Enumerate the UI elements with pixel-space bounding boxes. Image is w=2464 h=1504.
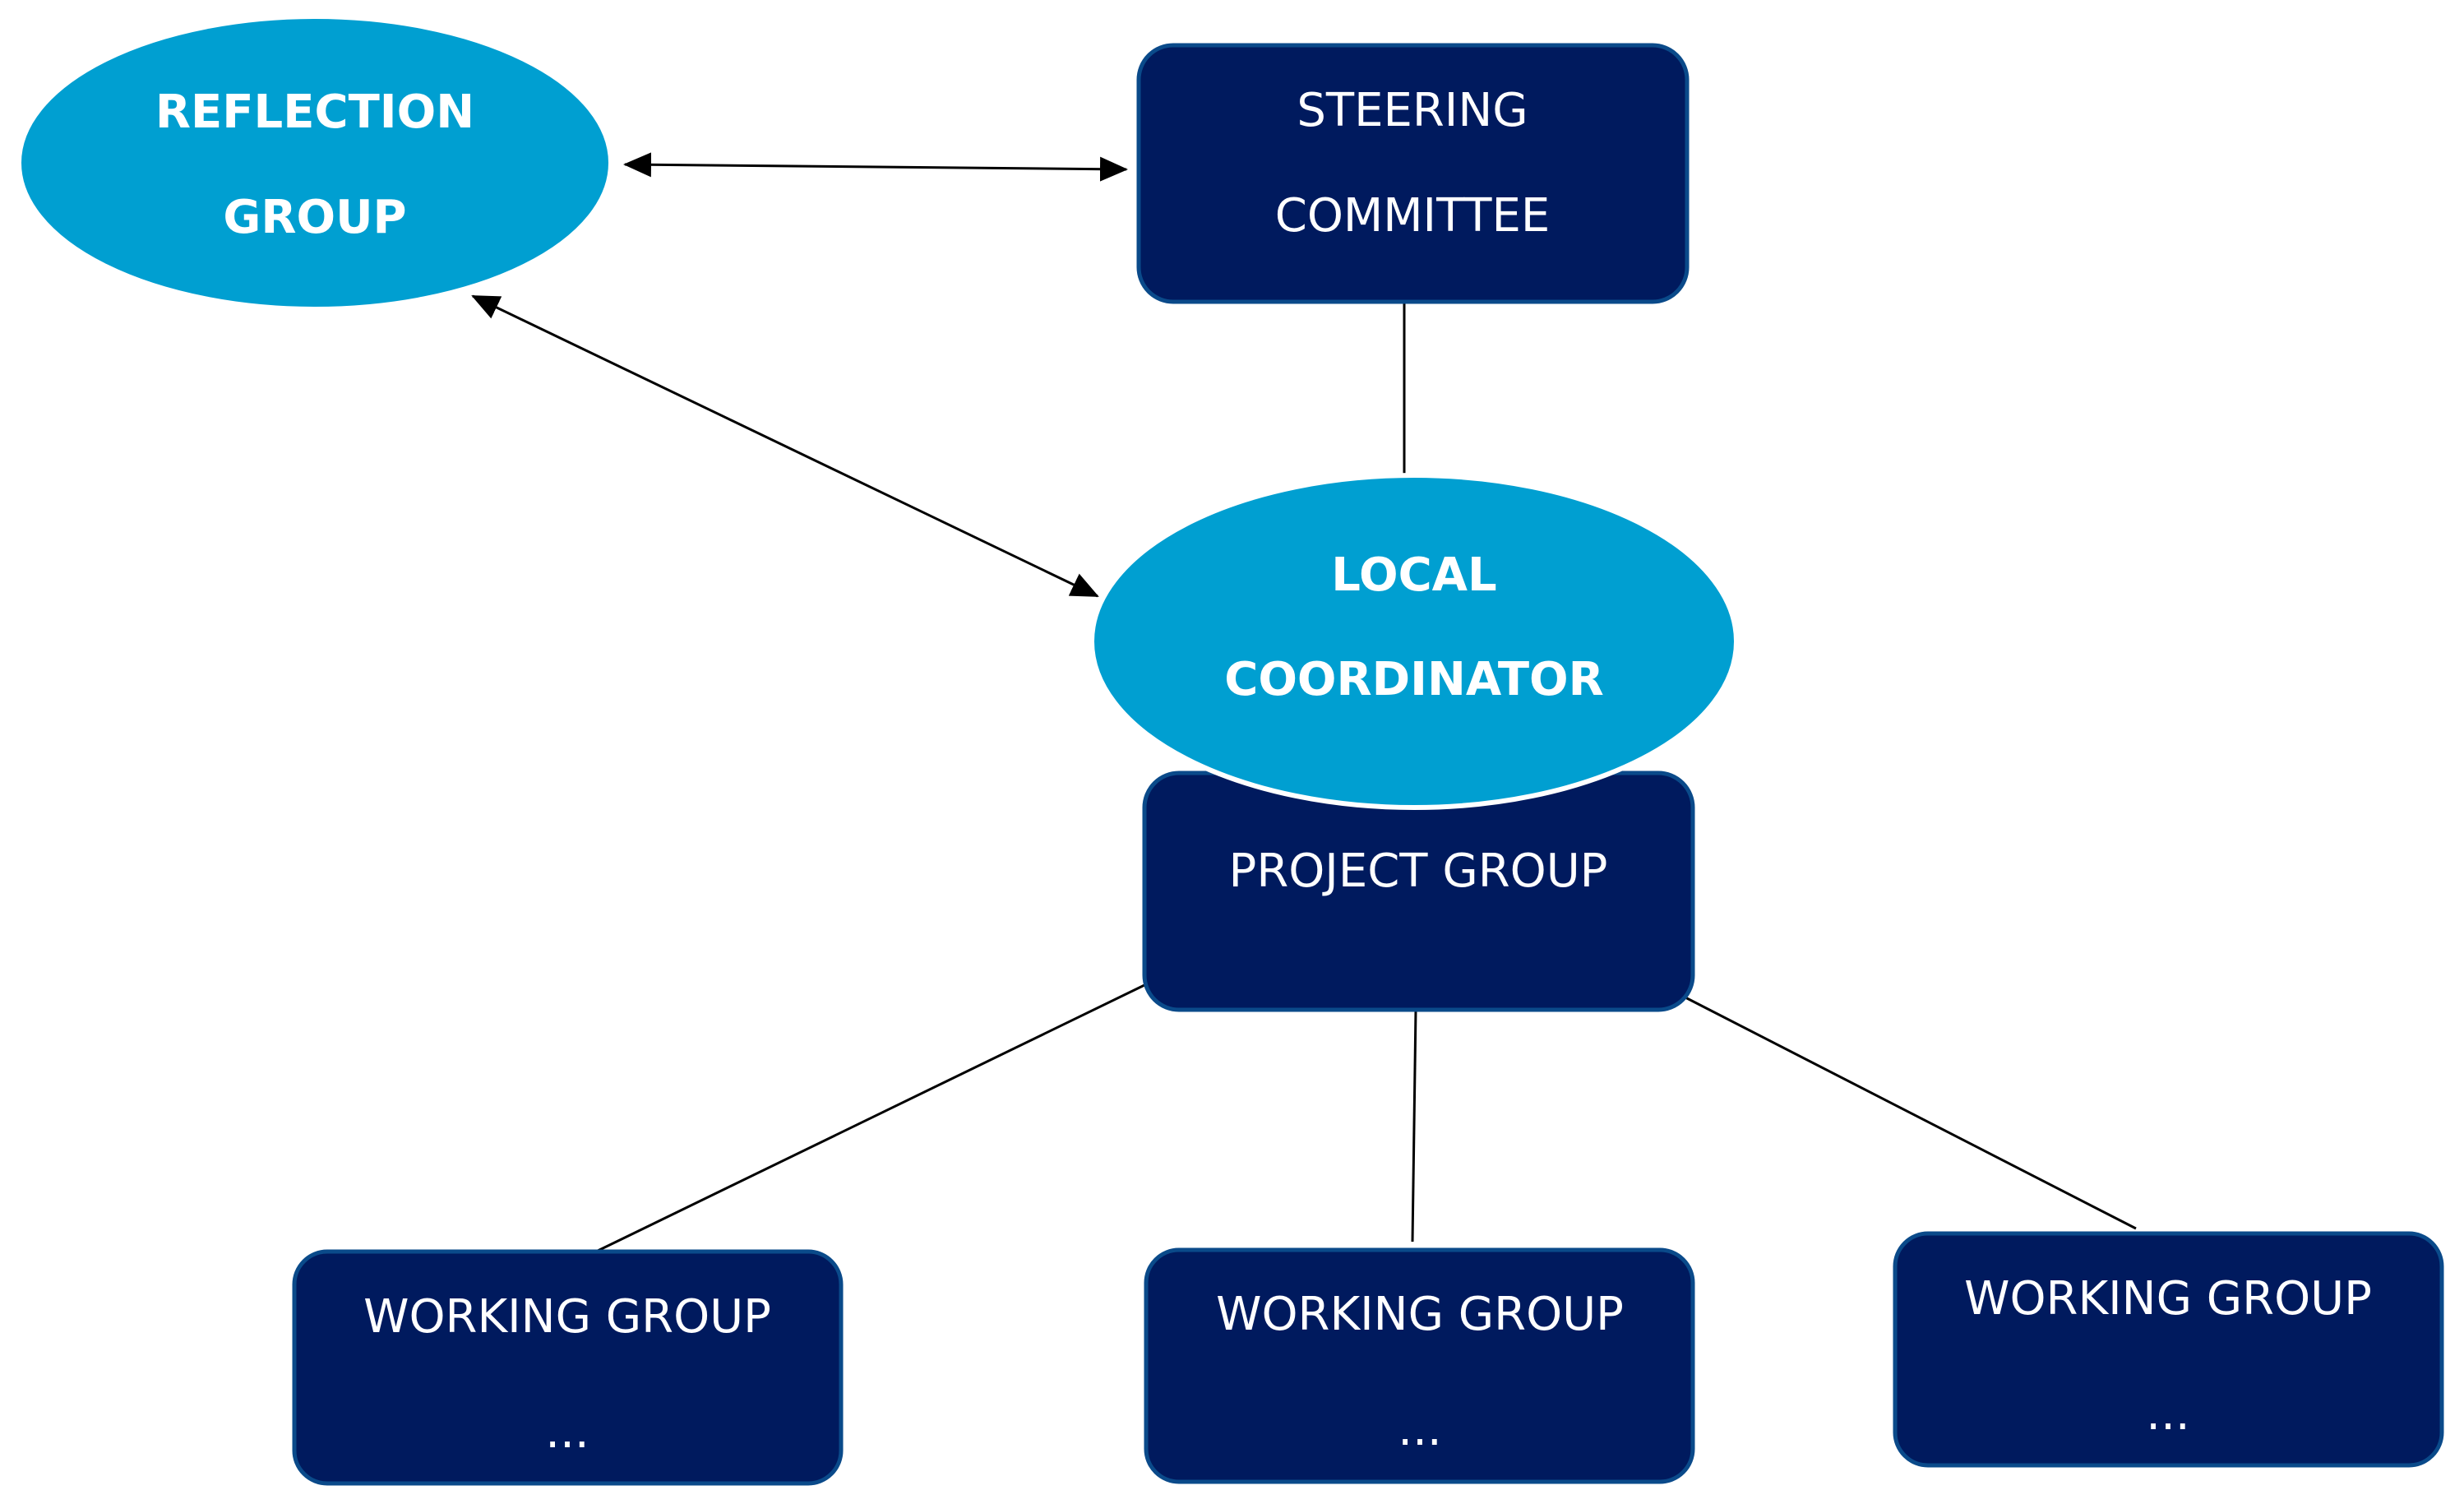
working-group-1-node: WORKING GROUP ... <box>292 1249 844 1486</box>
project-group-label: PROJECT GROUP <box>1229 845 1608 898</box>
edge-project-working-1 <box>595 983 1145 1253</box>
edge-reflection-steering <box>623 152 1128 182</box>
steering-committee-node: STEERING COMMITTEE <box>1136 43 1690 304</box>
edge-project-working-3 <box>1683 995 2137 1230</box>
steering-committee-label-1: STEERING <box>1297 84 1528 137</box>
working-group-2-node: WORKING GROUP ... <box>1144 1247 1695 1484</box>
working-group-2-label-1: WORKING GROUP <box>1216 1288 1624 1341</box>
edge-project-working-2 <box>1411 1009 1417 1243</box>
reflection-group-label-1: REFLECTION <box>155 86 474 139</box>
working-group-1-label-2: ... <box>545 1405 589 1459</box>
local-coordinator-label-2: COORDINATOR <box>1224 653 1604 706</box>
working-group-3-label-1: WORKING GROUP <box>1964 1272 2372 1326</box>
working-group-3-node: WORKING GROUP ... <box>1893 1231 2444 1468</box>
working-group-3-label-2: ... <box>2146 1387 2189 1441</box>
reflection-group-node: REFLECTION GROUP <box>16 14 613 312</box>
local-coordinator-node: LOCAL COORDINATOR <box>1089 473 1739 810</box>
edge-reflection-coordinator <box>471 294 1099 598</box>
working-group-2-label-2: ... <box>1398 1403 1441 1456</box>
project-group-node: PROJECT GROUP <box>1142 771 1695 1012</box>
local-coordinator-label-1: LOCAL <box>1331 548 1496 602</box>
reflection-group-label-2: GROUP <box>223 191 406 244</box>
working-group-1-label-1: WORKING GROUP <box>363 1290 771 1344</box>
steering-committee-label-2: COMMITTEE <box>1275 189 1551 243</box>
